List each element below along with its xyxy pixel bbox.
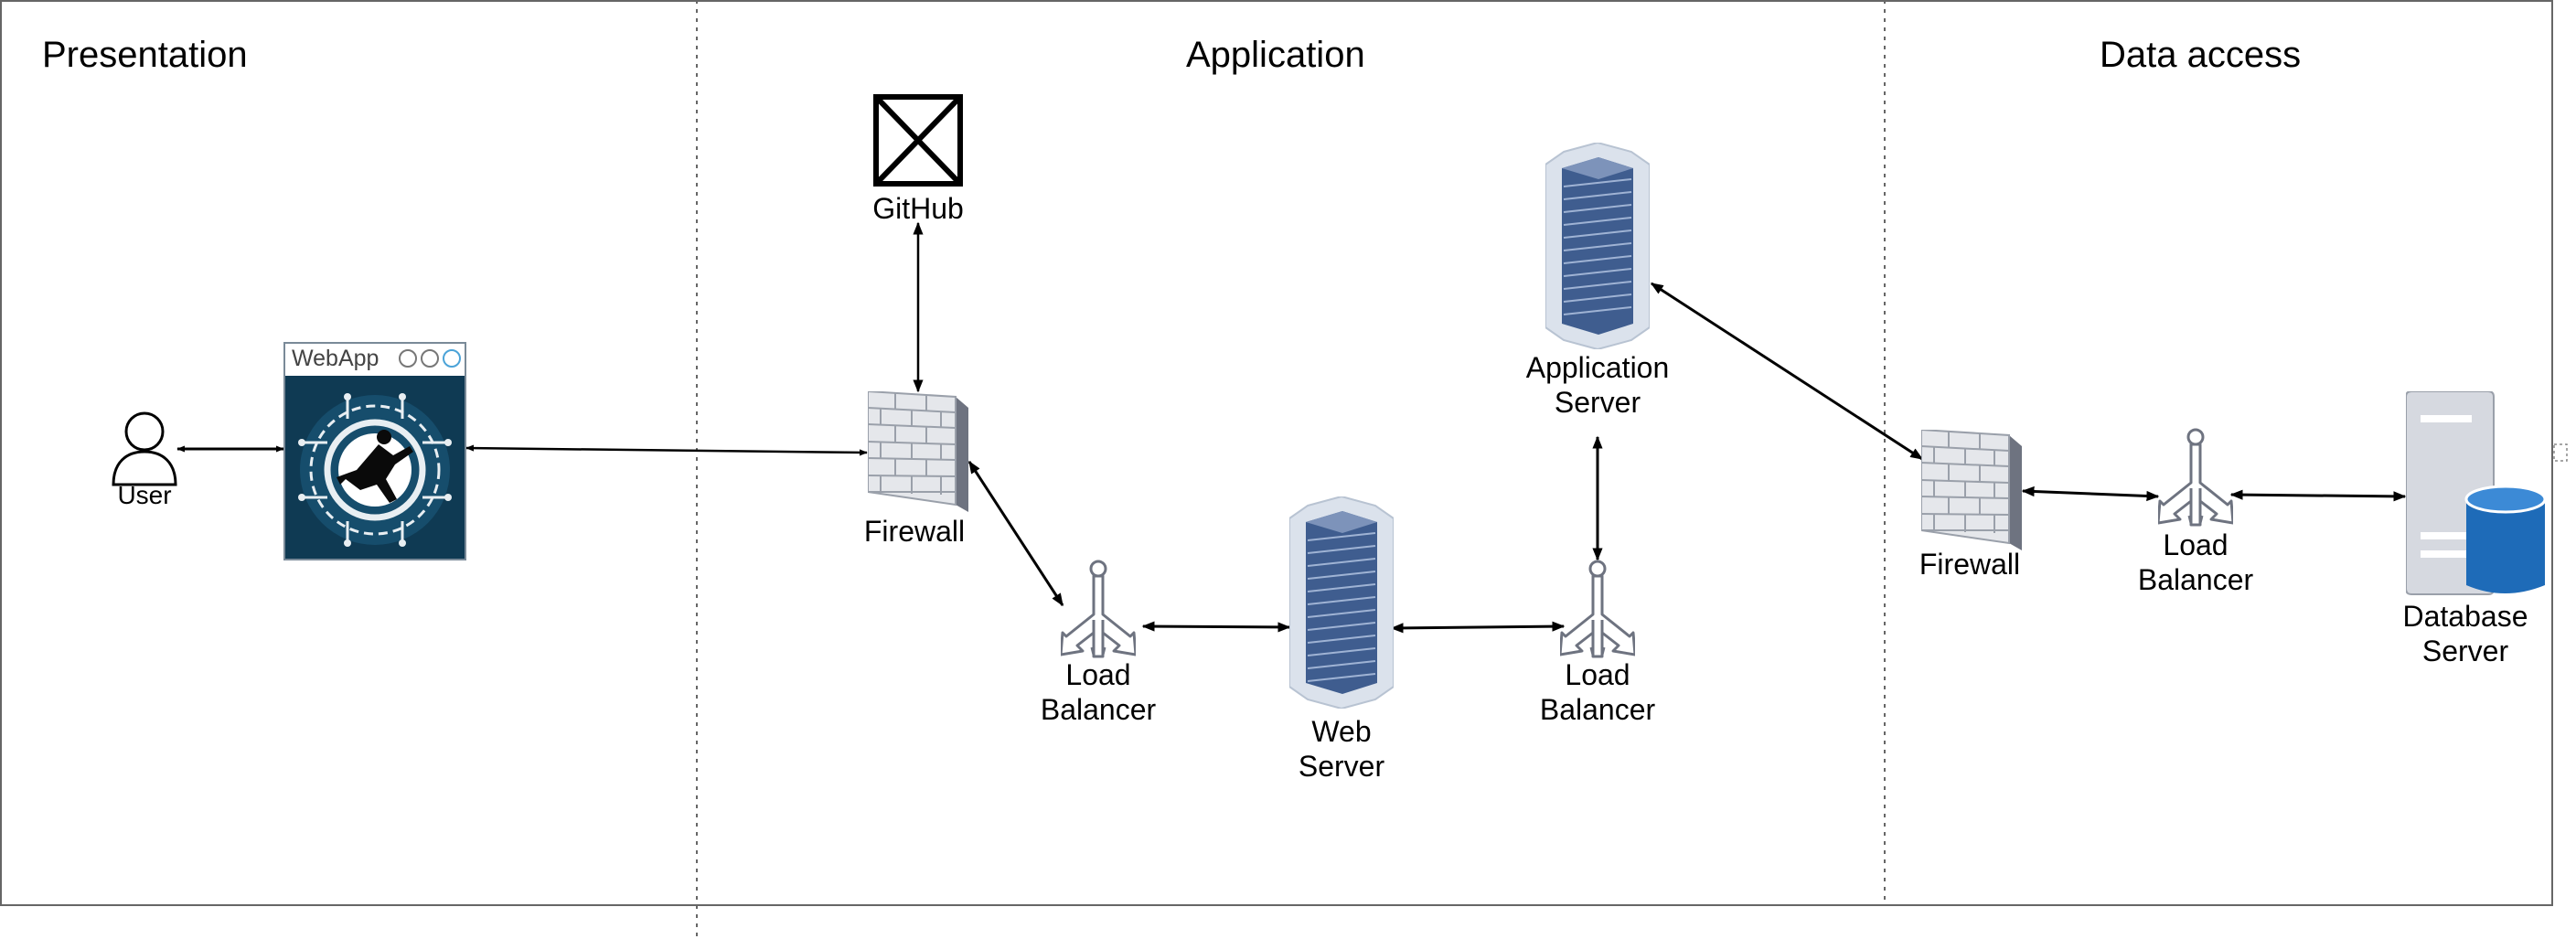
- user-icon[interactable]: [108, 410, 181, 486]
- edge-firewall-lb: [967, 460, 1064, 607]
- tier-title-presentation: Presentation: [42, 35, 248, 75]
- load-balancer-icon[interactable]: [1061, 560, 1136, 658]
- firewall-icon[interactable]: [868, 391, 969, 514]
- database-server-icon[interactable]: [2406, 391, 2547, 602]
- database-server-label-line2: Server: [2421, 635, 2509, 667]
- load-balancer-web-label-line1: Load: [1065, 658, 1131, 691]
- github-label: GitHub: [872, 192, 964, 225]
- load-balancer-data-label-line1: Load: [2163, 528, 2229, 561]
- firewall-icon[interactable]: [1921, 430, 2023, 552]
- load-balancer-data-label-line2: Balancer: [2137, 563, 2254, 596]
- load-balancer-app-label-line1: Load: [1565, 658, 1630, 691]
- webapp-window[interactable]: WebApp: [283, 342, 466, 560]
- database-server-label-line1: Database: [2402, 600, 2528, 633]
- edge-appserver-firewall: [1650, 282, 1924, 461]
- edge-webapp-firewall: [465, 444, 868, 456]
- tier-title-application: Application: [1186, 35, 1365, 75]
- application-server-label-line1: Application: [1525, 351, 1670, 384]
- application-server-label-line2: Server: [1554, 386, 1641, 419]
- load-balancer-icon[interactable]: [1560, 560, 1635, 658]
- user-label: User: [117, 481, 172, 509]
- load-balancer-web-label-line2: Balancer: [1040, 693, 1157, 726]
- web-server-label-line1: Web: [1311, 715, 1372, 748]
- load-balancer-icon[interactable]: [2158, 428, 2233, 527]
- edge-firewall-lb-data: [2021, 486, 2160, 502]
- edge-lb-database: [2229, 489, 2407, 502]
- edge-webserver-lb: [1390, 621, 1566, 634]
- web-server-label-line2: Server: [1298, 750, 1385, 783]
- github-image-placeholder-icon[interactable]: [873, 94, 963, 187]
- frame-handle[interactable]: [2553, 443, 2568, 462]
- web-server-icon[interactable]: [1289, 496, 1394, 709]
- firewall-data-label: Firewall: [1919, 548, 2021, 581]
- diagram-frame: [0, 0, 2553, 906]
- webapp-title: WebApp: [292, 346, 379, 371]
- firewall-label: Firewall: [863, 515, 966, 548]
- application-server-icon[interactable]: [1545, 143, 1650, 349]
- edge-lb-webserver: [1141, 621, 1291, 633]
- load-balancer-app-label-line2: Balancer: [1539, 693, 1656, 726]
- tier-title-data-access: Data access: [2100, 35, 2302, 75]
